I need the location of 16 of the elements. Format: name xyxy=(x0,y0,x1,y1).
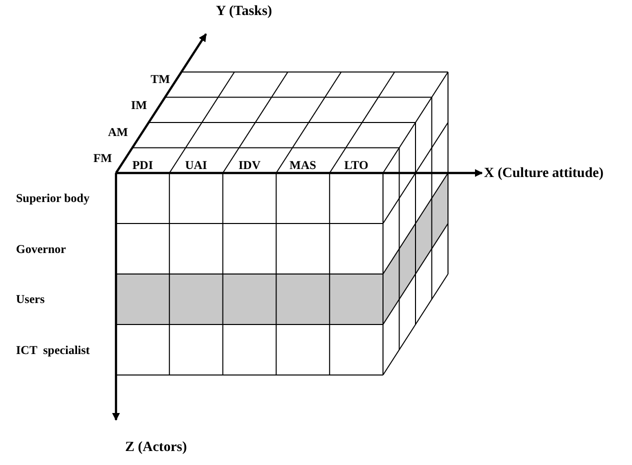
row-label: Superior body xyxy=(16,192,90,204)
axis-title: X (Culture attitude) xyxy=(484,167,604,181)
column-label: MAS xyxy=(290,159,316,171)
row-label: AM xyxy=(108,126,128,138)
column-label: UAI xyxy=(185,159,208,171)
row-label: Governor xyxy=(16,242,66,255)
axis-title: Y (Tasks) xyxy=(216,5,272,19)
row-label: IM xyxy=(131,99,147,111)
column-label: LTO xyxy=(344,159,368,171)
row-label: ICT specialist xyxy=(16,344,90,356)
row-label: Users xyxy=(16,293,45,306)
axis-title: Z (Actors) xyxy=(125,441,187,455)
row-label: FM xyxy=(93,152,112,164)
column-label: PDI xyxy=(132,159,154,171)
column-label: IDV xyxy=(238,159,260,171)
row-label: TM xyxy=(150,73,170,85)
